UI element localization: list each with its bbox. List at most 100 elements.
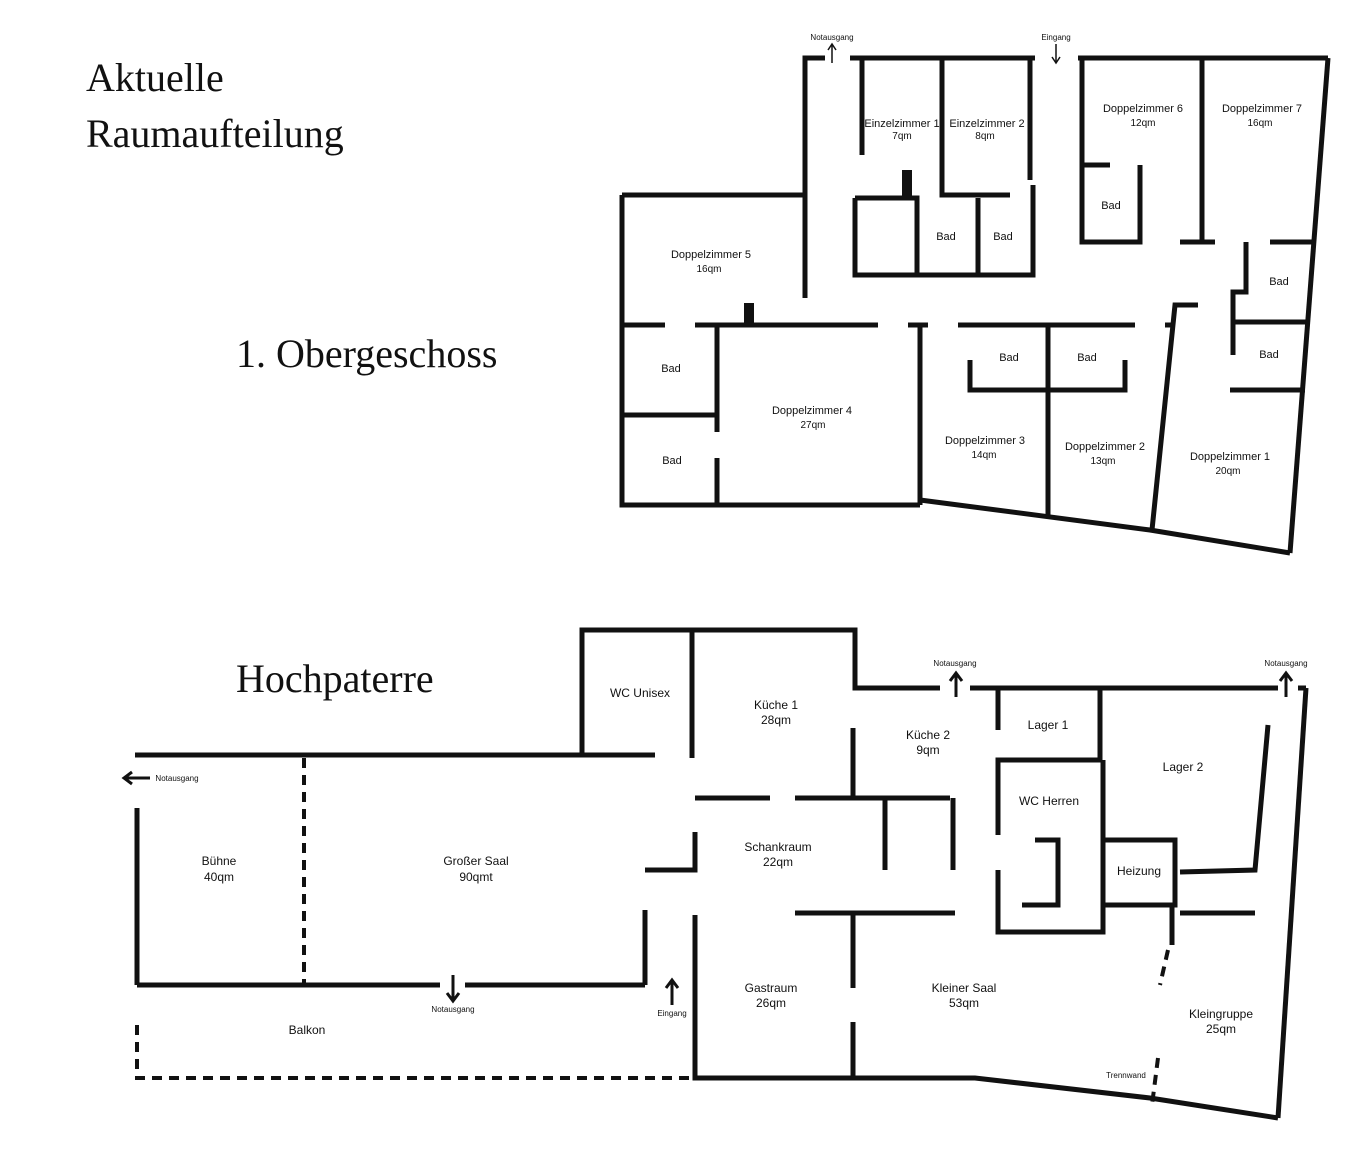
upper-window-marks (645, 194, 870, 506)
room-buehne-area: 40qm (204, 870, 234, 884)
room-buehne-name: Bühne (202, 854, 237, 868)
room-dz3-name: Doppelzimmer 3 (945, 435, 1025, 447)
wall-trennwand-bottom (1150, 1057, 1160, 1106)
gf-notausgang-right-arrow (1278, 670, 1294, 697)
room-dz2-name: Doppelzimmer 2 (1065, 441, 1145, 453)
room-dz4-name: Doppelzimmer 4 (772, 405, 852, 417)
wall-dz1-left (1149, 302, 1198, 531)
wall-right-outer (1275, 687, 1309, 1119)
room-kleiner-saal-name: Kleiner Saal (932, 981, 997, 995)
upper-outer-wall-top (802, 55, 1328, 298)
room-bad-dz6: Bad (1101, 200, 1121, 212)
gf-trennwand-label: Trennwand (1106, 1071, 1146, 1080)
upper-pillar-2 (744, 303, 754, 327)
wall-ez1 (859, 58, 1033, 198)
room-bad-dz3: Bad (999, 352, 1019, 364)
room-wc-unisex: WC Unisex (610, 686, 670, 700)
room-dz5-area: 16qm (696, 264, 721, 275)
room-bad-dz2: Bad (1077, 352, 1097, 364)
wall-trennwand-top (1158, 949, 1170, 986)
wall-kleiner-saal-top (795, 910, 955, 1078)
upper-outer-wall-bottom-right (919, 497, 1291, 556)
room-bad-left-2: Bad (662, 455, 682, 467)
wall-dz3-dz2-baths (967, 325, 1128, 518)
room-ez2-name: Einzelzimmer 2 (949, 118, 1024, 130)
gf-notausgang-left-arrow (121, 770, 150, 786)
room-kueche1-area: 28qm (761, 713, 791, 727)
wall-top-block (135, 627, 940, 758)
upper-notausgang-label: Notausgang (810, 33, 853, 42)
room-heizung: Heizung (1117, 864, 1161, 878)
room-lager2: Lager 2 (1163, 760, 1204, 774)
upper-outer-wall-right (1287, 57, 1331, 554)
gf-notausgang-top-label: Notausgang (933, 659, 976, 668)
upper-floor-plan (619, 42, 1331, 556)
room-balkon: Balkon (289, 1023, 326, 1037)
room-dz2-area: 13qm (1090, 456, 1115, 467)
wall-gastraum (692, 915, 1279, 1121)
room-kleiner-saal-area: 53qm (949, 996, 979, 1010)
wall-wc-herren (995, 760, 1106, 935)
room-dz3-area: 14qm (971, 450, 996, 461)
wall-hall-right (642, 832, 698, 985)
upper-notausgang-arrow (827, 42, 837, 63)
room-gastraum-area: 26qm (756, 996, 786, 1010)
gf-notausgang-bottom-arrow (445, 975, 461, 1004)
wall-right-bathrooms (1230, 242, 1308, 393)
room-bad-left-1: Bad (661, 363, 681, 375)
room-dz7-name: Doppelzimmer 7 (1222, 103, 1302, 115)
room-bad-dz1: Bad (1259, 349, 1279, 361)
wall-heizung (1103, 837, 1178, 908)
wall-kueche2 (850, 728, 956, 870)
room-kueche2-name: Küche 2 (906, 728, 950, 742)
room-dz4-area: 27qm (800, 420, 825, 431)
gf-notausgang-top-arrow (948, 670, 964, 697)
room-dz1-area: 20qm (1215, 466, 1240, 477)
wall-lager1 (995, 688, 1103, 835)
upper-eingang-label: Eingang (1041, 33, 1070, 42)
gf-eingang-label: Eingang (657, 1009, 686, 1018)
title-line-2: Raumaufteilung (86, 111, 344, 156)
room-dz6-name: Doppelzimmer 6 (1103, 103, 1183, 115)
room-kueche2-area: 9qm (916, 743, 939, 757)
room-ez2-area: 8qm (975, 131, 994, 142)
gf-eingang-arrow (664, 977, 680, 1005)
room-kueche1-name: Küche 1 (754, 698, 798, 712)
wall-kleingruppe (1169, 905, 1255, 945)
gf-notausgang-bottom-label: Notausgang (431, 1005, 474, 1014)
room-bad-dz7: Bad (1269, 276, 1289, 288)
room-ez1-name: Einzelzimmer 1 (864, 118, 939, 130)
room-bad-ez1: Bad (936, 231, 956, 243)
room-grosser-saal-name: Großer Saal (443, 854, 508, 868)
ground-floor-plan (121, 627, 1309, 1121)
upper-eingang-arrow (1051, 44, 1061, 65)
room-schankraum-name: Schankraum (744, 840, 811, 854)
room-kleingruppe-area: 25qm (1206, 1022, 1236, 1036)
room-wc-herren: WC Herren (1019, 794, 1079, 808)
upper-pillar-1 (902, 170, 912, 196)
ground-floor-title: Hochpaterre (236, 656, 434, 701)
room-gastraum-name: Gastraum (745, 981, 798, 995)
gf-notausgang-left-label: Notausgang (155, 774, 198, 783)
wall-left-bathrooms (622, 325, 720, 505)
room-dz6-area: 12qm (1130, 118, 1155, 129)
room-grosser-saal-area: 90qmt (459, 870, 493, 884)
wall-dz6 (1079, 58, 1143, 245)
room-dz7-area: 16qm (1247, 118, 1272, 129)
room-dz1-name: Doppelzimmer 1 (1190, 451, 1270, 463)
gf-notausgang-right-label: Notausgang (1264, 659, 1307, 668)
room-dz5-name: Doppelzimmer 5 (671, 249, 751, 261)
upper-floor-title: 1. Obergeschoss (236, 331, 498, 376)
title-line-1: Aktuelle (86, 55, 224, 100)
room-lager1: Lager 1 (1028, 718, 1069, 732)
room-bad-ez2: Bad (993, 231, 1013, 243)
wall-bathroom-block (852, 185, 1036, 278)
page-title: Aktuelle Raumaufteilung (86, 50, 344, 162)
wall-dz7 (1180, 58, 1312, 245)
room-schankraum-area: 22qm (763, 855, 793, 869)
wall-lager2 (1179, 724, 1271, 875)
room-kleingruppe-name: Kleingruppe (1189, 1007, 1253, 1021)
room-ez1-area: 7qm (892, 131, 911, 142)
wall-balcony (135, 1025, 692, 1080)
